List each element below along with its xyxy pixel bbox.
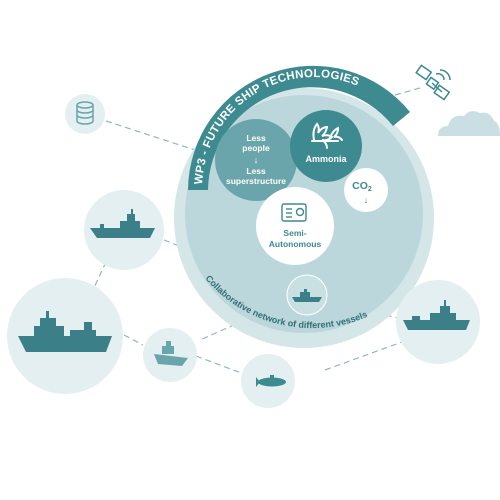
- connector-line: [123, 334, 144, 346]
- ship-node-center: [286, 274, 328, 316]
- semi-autonomous-bubble: Semi- Autonomous: [256, 187, 334, 265]
- less-line2: people: [242, 143, 270, 153]
- connector-line: [91, 261, 107, 293]
- down-arrow-icon: ↓: [364, 195, 369, 205]
- small-ship-icon: [292, 289, 322, 302]
- ship-node-large[interactable]: [7, 278, 123, 394]
- co2-bubble: CO2 ↓: [344, 168, 388, 212]
- less-line1: Less: [246, 133, 266, 143]
- ship-node-supply[interactable]: [84, 190, 164, 270]
- less-line4: superstructure: [226, 176, 286, 186]
- ship-node-research[interactable]: [396, 280, 480, 364]
- database-node[interactable]: [65, 94, 105, 134]
- co2-label: CO2: [352, 180, 372, 193]
- connector-line: [199, 299, 291, 341]
- ammonia-bubble: Ammonia: [290, 110, 362, 182]
- tug-boat-icon: [154, 341, 188, 366]
- control-panel-icon: [281, 203, 307, 222]
- down-arrow-icon: ↓: [254, 155, 259, 165]
- ammonia-molecule-icon: [311, 122, 343, 149]
- connector-line: [105, 120, 196, 151]
- underwater-vehicle-icon: [256, 375, 286, 387]
- offshore-ship-icon: [18, 311, 112, 352]
- semi-line2: Autonomous: [269, 239, 322, 249]
- semi-line1: Semi-: [283, 228, 306, 238]
- research-vessel-icon: [403, 300, 470, 330]
- connector-line: [324, 341, 403, 371]
- ship-node-tug[interactable]: [143, 328, 197, 382]
- less-people-bubble: Less people ↓ Less superstructure: [215, 119, 297, 201]
- satellite-icon: [415, 64, 451, 101]
- title-band: [188, 65, 410, 190]
- less-line3: Less: [246, 166, 266, 176]
- ammonia-label: Ammonia: [305, 154, 347, 164]
- supply-ship-icon: [90, 209, 155, 238]
- database-icon: [76, 101, 94, 125]
- connector-line: [394, 87, 421, 96]
- connector-line: [195, 355, 261, 381]
- ship-node-auv[interactable]: [241, 354, 295, 408]
- cloud-icon: [438, 111, 500, 136]
